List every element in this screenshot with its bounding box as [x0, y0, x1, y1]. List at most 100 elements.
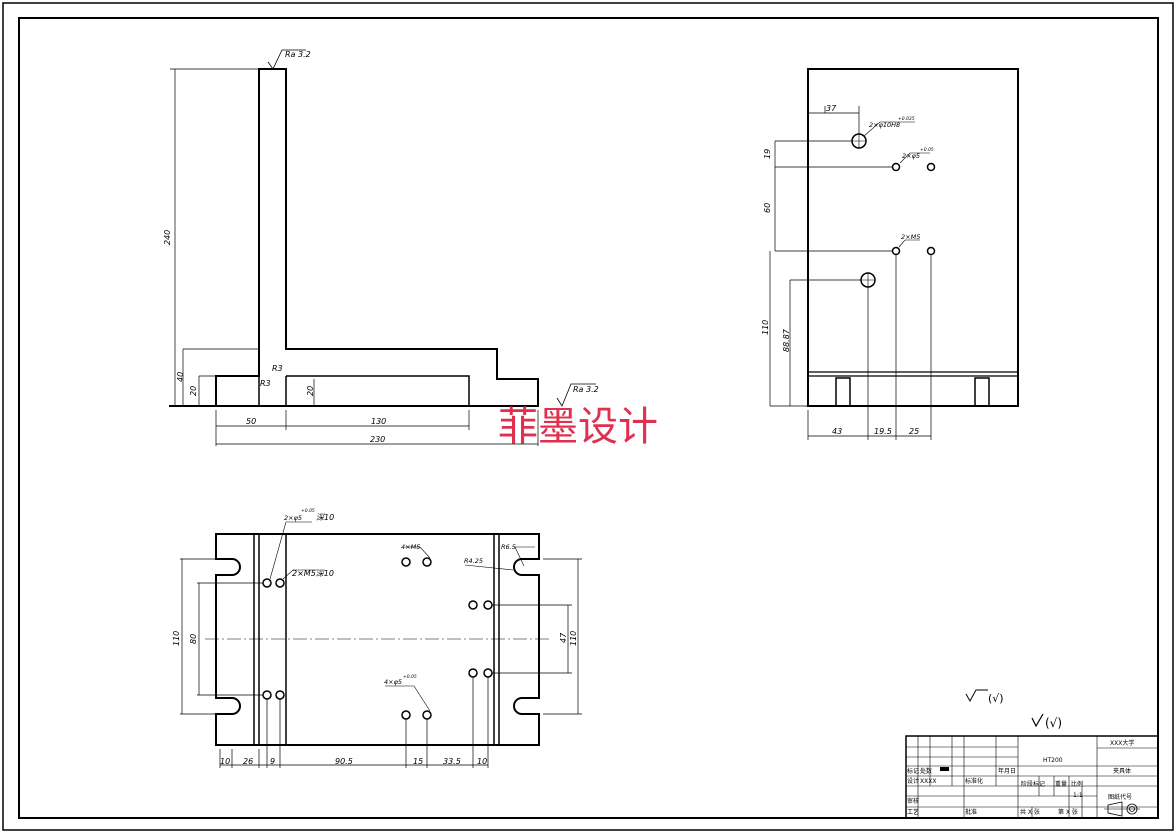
dim-9: 9 [270, 757, 275, 766]
hole-phi5-b [926, 162, 936, 172]
title-block: HT200 XXX大学 夹具体 图纸代号 比例 1:1 重量 阶段标记 标记 处… [905, 735, 1159, 819]
thread-m5-a [891, 246, 901, 256]
stage-label: 阶段标记 [1021, 780, 1045, 788]
front-view-outline [807, 68, 1019, 407]
finish-note-2: (√) [1045, 716, 1062, 730]
thread-m5-b [926, 246, 936, 256]
thread-4-m5: 4×M5 [401, 543, 420, 551]
count-label: 处数 [920, 767, 932, 775]
thread-spec-depth: 2×M5深10 [292, 569, 334, 578]
top-hole-4 [275, 690, 285, 700]
dim-37: 37 [826, 104, 837, 113]
dim-43: 43 [832, 427, 842, 436]
top-hole-3 [262, 690, 272, 700]
dim-230: 230 [370, 435, 385, 444]
top-view-rib-lines [253, 534, 500, 745]
front-leaders [863, 121, 930, 248]
roughness-symbol-right [556, 383, 596, 407]
roughness-top-label: Ra 3.2 [285, 50, 311, 59]
scale-label: 比例 [1071, 780, 1083, 788]
process-label: 工艺 [907, 808, 919, 816]
dim-80: 80 [189, 634, 198, 644]
foot-left [835, 377, 851, 407]
standard-label: 标准化 [965, 777, 983, 785]
sheet-count: 共 X 张 [1020, 808, 1040, 816]
front-center-marks [852, 134, 875, 287]
radius-4-25: R4.25 [464, 557, 483, 565]
top-hole-11 [401, 710, 411, 720]
pin-hole-4-tol: +0.05 [403, 674, 417, 680]
dim-130: 130 [371, 417, 386, 426]
design-label: 设计 [907, 777, 919, 785]
scale-value: 1:1 [1073, 792, 1083, 799]
dim-110: 110 [761, 320, 770, 335]
pin-hole-tol: +0.05 [301, 508, 315, 514]
finish-symbol-1 [965, 689, 988, 703]
radius-6-5: R6.5 [501, 543, 516, 551]
material: HT200 [1043, 757, 1063, 764]
top-hole-1 [262, 578, 272, 588]
title-block-mark [940, 767, 949, 771]
weight-label: 重量 [1055, 780, 1067, 788]
top-hole-12 [422, 710, 432, 720]
mark-label: 标记 [907, 767, 919, 775]
dim-40: 40 [176, 372, 185, 382]
title-block-grid [906, 736, 1158, 818]
drawing-number: 图纸代号 [1108, 793, 1132, 801]
dim-33-5: 33.5 [443, 757, 461, 766]
top-hole-2 [275, 578, 285, 588]
pin-hole-depth: 深10 [316, 513, 334, 522]
finish-note-1: (√) [988, 692, 1004, 705]
hole-spec-phi10: 2×φ10H8 [869, 121, 900, 129]
dim-50: 50 [246, 417, 256, 426]
pin-hole-spec: 2×φ5 [284, 514, 302, 522]
top-view-dim-lines [180, 558, 582, 768]
dim-47: 47 [559, 632, 568, 643]
dim-25: 25 [909, 427, 919, 436]
top-view: 2×φ5 +0.05 深10 2×M5深10 4×M5 R4.25 R6.5 4… [172, 508, 582, 768]
side-view-outline [169, 68, 539, 407]
front-view-dim-lines [769, 106, 932, 440]
dim-10-b: 10 [477, 757, 487, 766]
hole-phi5-a [891, 162, 901, 172]
dim-19: 19 [763, 149, 772, 159]
dim-20-mid: 20 [306, 386, 315, 396]
school-name: XXX大学 [1110, 739, 1134, 747]
part-name: 夹具体 [1113, 767, 1131, 775]
sheet-page: 第 X 张 [1058, 808, 1078, 816]
roughness-right-label: Ra 3.2 [573, 385, 599, 394]
side-view-inner-lines [216, 375, 470, 406]
date-label: 年月日 [998, 767, 1016, 775]
dim-26: 26 [243, 757, 253, 766]
pin-hole-4-spec: 4×φ5 [384, 678, 402, 686]
dim-r3-b: R3 [260, 379, 271, 388]
designer-name: XXXX [920, 778, 936, 785]
dim-90-5: 90.5 [335, 757, 353, 766]
top-hole-8 [483, 600, 493, 610]
dim-60: 60 [763, 203, 772, 213]
hole-tol-phi10: +0.035 [898, 116, 915, 122]
dim-240: 240 [163, 230, 172, 245]
roughness-symbol-top [267, 49, 306, 70]
top-hole-9 [468, 668, 478, 678]
top-hole-5 [401, 557, 411, 567]
side-view: Ra 3.2 Ra 3.2 240 40 20 20 R3 R3 50 130 … [163, 49, 599, 446]
hole-tol-phi5: +0.05 [920, 147, 934, 153]
front-view-base-lines [808, 371, 1018, 377]
side-view-dim-lines [170, 68, 539, 446]
watermark: 菲墨设计 [498, 404, 658, 450]
dim-20-left: 20 [189, 386, 198, 396]
foot-right [974, 377, 990, 407]
projection-symbol-icon [1104, 801, 1140, 817]
top-view-outline [215, 533, 540, 746]
surface-finish-notes: (√) (√) [965, 689, 1062, 730]
dim-110-right: 110 [569, 631, 578, 646]
finish-symbol-2 [1031, 713, 1044, 728]
top-view-leaders [269, 521, 535, 712]
dim-110-left: 110 [172, 631, 181, 646]
top-hole-6 [422, 557, 432, 567]
dim-19-5: 19.5 [874, 427, 892, 436]
top-hole-7 [468, 600, 478, 610]
